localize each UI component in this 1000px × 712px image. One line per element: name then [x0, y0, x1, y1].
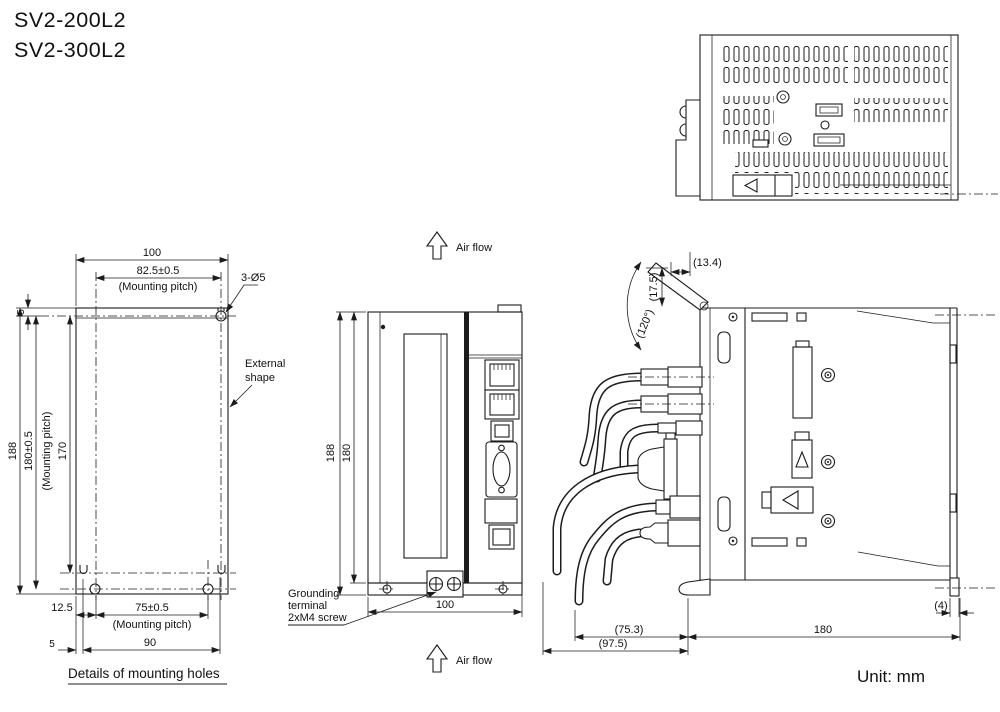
- dim-width-pitch: 82.5±0.5: [137, 265, 180, 277]
- motor-cable-connector-2: [628, 393, 714, 415]
- dim-flap-width: (13.4): [693, 257, 722, 269]
- dim-depth: 180: [814, 624, 832, 636]
- dim-front-height-overall: 188: [325, 444, 337, 462]
- dim-rear-lip: (4): [934, 600, 947, 612]
- vent-slots: [722, 44, 848, 88]
- label-external-shape-1: External: [245, 358, 285, 370]
- small-connector: [488, 524, 515, 550]
- vent-slots: [854, 98, 948, 122]
- title-model-2: SV2-300L2: [14, 38, 127, 62]
- usb-connector: [490, 420, 514, 442]
- base-screw-hole: [495, 581, 511, 597]
- label-grounding-2: terminal: [288, 600, 327, 612]
- dim-clearance-inner: (75.3): [615, 624, 644, 636]
- note-mounting-pitch-bottom: (Mounting pitch): [113, 619, 192, 631]
- cables: [552, 372, 663, 606]
- latch-cable-connector: [639, 519, 701, 547]
- dim-clearance-outer: (97.5): [599, 638, 628, 650]
- strip-slot: [717, 496, 731, 532]
- title-model-1: SV2-200L2: [14, 8, 127, 32]
- io-cable-connector: [655, 495, 701, 519]
- rj45-connector-2: [484, 389, 520, 420]
- vent-slots: [795, 173, 948, 194]
- triangle-mark-icon: [743, 178, 758, 193]
- encoder-cable-connector: [637, 432, 678, 500]
- dim-flap-height: (17.5): [648, 273, 660, 302]
- air-flow-up-icon-bottom: [425, 644, 449, 673]
- din-clip: [675, 99, 700, 197]
- mounting-hole: [202, 583, 214, 595]
- screw-icon: [778, 132, 792, 146]
- dim-front-height-body: 180: [341, 444, 353, 462]
- vent-slots: [735, 152, 948, 173]
- grounding-terminal: [426, 570, 464, 598]
- strip-slot: [717, 331, 731, 364]
- air-flow-up-icon-top: [425, 231, 449, 260]
- mounting-hole: [89, 583, 101, 595]
- side-view: (120°) (17.5) (13.4): [542, 252, 998, 655]
- side-screw-icon: [820, 454, 836, 470]
- dim-height-pitch: 180±0.5: [23, 431, 35, 471]
- vent-slots: [854, 44, 948, 88]
- motor-cable-connector-1: [628, 366, 714, 388]
- label-external-shape-2: shape: [245, 372, 275, 384]
- label-unit: Unit: mm: [857, 667, 925, 686]
- label-grounding-1: Grounding: [288, 588, 339, 600]
- note-mounting-pitch-top: (Mounting pitch): [119, 281, 198, 293]
- dim-bottom-pitch: 75±0.5: [135, 602, 169, 614]
- terminal-cover: [403, 333, 448, 559]
- label-grounding-3: 2xM4 screw: [288, 612, 347, 624]
- usb-cable-connector: [657, 420, 703, 436]
- option-slot: [484, 498, 518, 524]
- led-dot: [380, 324, 386, 330]
- label-air-flow-top: Air flow: [456, 242, 492, 254]
- top-view: [675, 34, 998, 201]
- rj45-connector-1: [484, 359, 520, 391]
- keyhole-slot: [217, 565, 226, 575]
- caption-mounting-details: Details of mounting holes: [68, 666, 220, 681]
- front-view: Air flow: [288, 231, 523, 673]
- side-screw-icon: [820, 367, 836, 383]
- mounting-detail-view: 100 82.5±0.5 (Mounting pitch) 3-Ø5 Exter…: [7, 247, 285, 685]
- screw-icon: [776, 90, 790, 104]
- front-foot: [678, 578, 711, 596]
- rear-foot: [949, 577, 960, 597]
- dim-bottom-edge-offset: 5: [49, 639, 55, 650]
- triangle-left-mark-icon: [781, 490, 799, 510]
- note-mounting-pitch-left: (Mounting pitch): [41, 412, 53, 491]
- mounting-hole: [215, 310, 227, 322]
- dim-top-offset: 5: [16, 309, 27, 315]
- dim-width-overall: 100: [143, 247, 161, 259]
- triangle-up-mark-icon: [795, 450, 809, 468]
- vent-slots: [722, 96, 774, 144]
- base-screw-hole: [379, 581, 395, 597]
- label-holes: 3-Ø5: [241, 272, 265, 284]
- dim-height-keyhole: 170: [57, 442, 69, 460]
- dim-bottom-width: 90: [144, 637, 156, 649]
- side-screw-icon: [820, 513, 836, 529]
- dim-bottom-offset-left: 12.5: [51, 602, 72, 614]
- keyhole-slot: [79, 565, 88, 575]
- footer: Unit: mm: [857, 667, 925, 686]
- label-air-flow-bottom: Air flow: [456, 655, 492, 667]
- dim-flap-angle: (120°): [634, 308, 656, 340]
- dim-height-overall: 188: [7, 442, 19, 460]
- dsub-connector: [485, 441, 518, 498]
- dim-front-width: 100: [436, 599, 454, 611]
- heatsink-slot: [792, 346, 813, 419]
